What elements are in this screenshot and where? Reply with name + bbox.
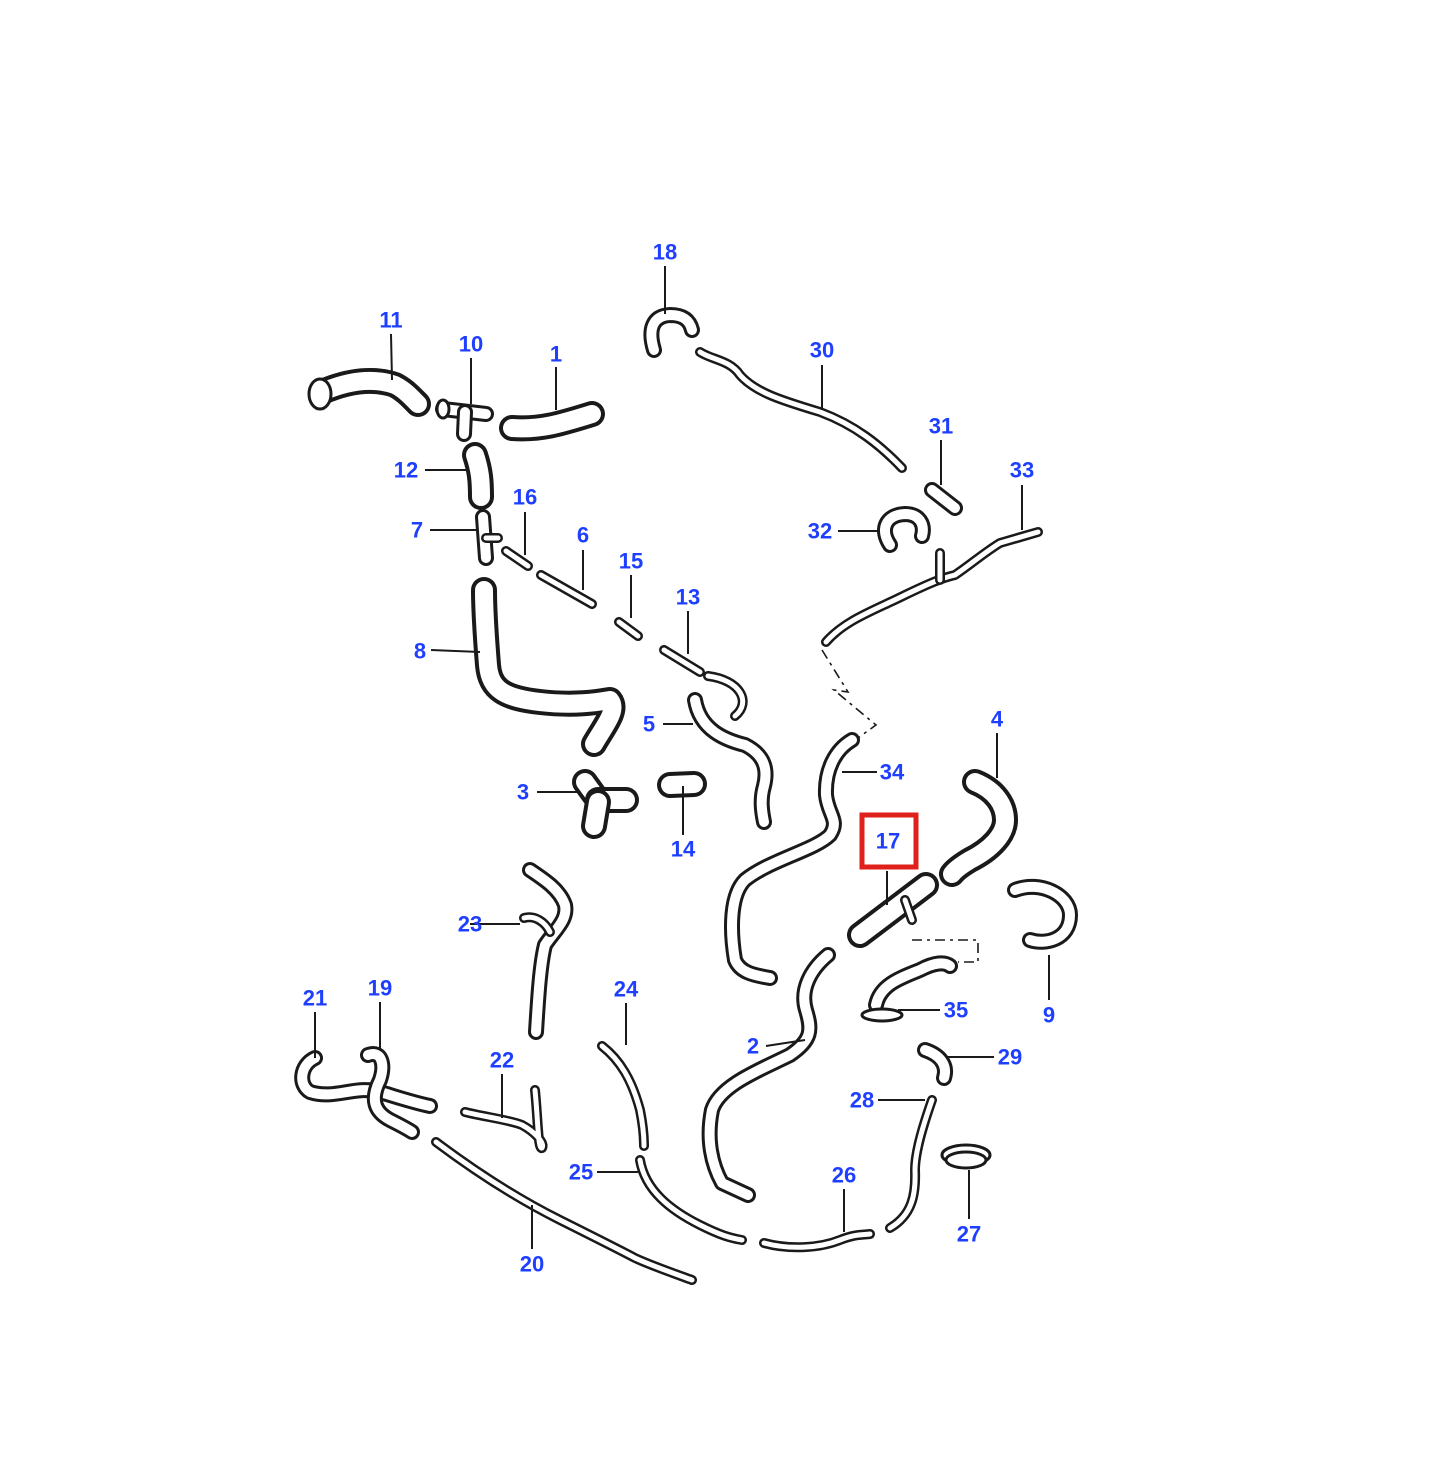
part-20-pipe[interactable] (431, 1137, 697, 1285)
part-12-hose[interactable] (462, 442, 494, 510)
callout-17[interactable]: 17 (876, 829, 900, 854)
connection-line-33-34 (821, 649, 878, 739)
part-4-hose[interactable] (939, 769, 1018, 887)
part-14-fitting[interactable] (657, 771, 707, 798)
part-25-pipe[interactable] (635, 1155, 747, 1245)
part-8-hose[interactable] (471, 577, 626, 757)
callout-21[interactable]: 21 (303, 986, 327, 1011)
callout-5[interactable]: 5 (643, 712, 655, 737)
part-26-pipe[interactable] (759, 1229, 875, 1253)
callout-35[interactable]: 35 (944, 998, 968, 1023)
callout-26[interactable]: 26 (832, 1163, 856, 1188)
callout-32[interactable]: 32 (808, 519, 832, 544)
callout-14[interactable]: 14 (671, 837, 696, 862)
part-19-hose[interactable] (360, 1046, 420, 1140)
callout-labels-layer: 11 10 1 12 7 16 6 15 13 8 5 3 14 18 30 3… (303, 240, 1055, 1277)
callout-29[interactable]: 29 (998, 1045, 1022, 1070)
part-21-hose[interactable] (294, 1050, 438, 1114)
callout-9[interactable]: 9 (1043, 1003, 1055, 1028)
callout-23[interactable]: 23 (458, 912, 482, 937)
callout-31[interactable]: 31 (929, 414, 953, 439)
callout-8[interactable]: 8 (414, 639, 426, 664)
callout-33[interactable]: 33 (1010, 458, 1034, 483)
part-1-hose[interactable] (499, 401, 605, 442)
part-28-pipe[interactable] (885, 1095, 937, 1233)
connection-line-17-35 (912, 939, 979, 963)
callout-30[interactable]: 30 (810, 338, 834, 363)
part-17-pipe[interactable] (847, 872, 939, 948)
part-33-pipe[interactable] (821, 527, 1043, 647)
callout-24[interactable]: 24 (614, 977, 639, 1002)
callout-34[interactable]: 34 (880, 760, 905, 785)
callout-7[interactable]: 7 (411, 518, 423, 543)
part-11-hose[interactable] (307, 368, 431, 417)
callout-11[interactable]: 11 (379, 308, 402, 333)
callout-6[interactable]: 6 (577, 523, 589, 548)
part-7-connector[interactable] (475, 509, 503, 566)
part-31-fitting[interactable] (924, 482, 963, 516)
part-3-thermostat-housing[interactable] (572, 769, 639, 839)
callout-15[interactable]: 15 (619, 549, 643, 574)
callout-13[interactable]: 13 (676, 585, 700, 610)
callout-25[interactable]: 25 (569, 1160, 593, 1185)
part-18-hose[interactable] (643, 307, 700, 358)
part-9-hose[interactable] (1007, 878, 1078, 950)
callout-3[interactable]: 3 (517, 780, 529, 805)
part-5-hose[interactable] (687, 692, 774, 830)
part-24-pipe[interactable] (597, 1041, 649, 1151)
leader-lines-layer (314, 266, 1050, 1249)
part-29-fitting[interactable] (917, 1042, 953, 1086)
part-13-fitting[interactable] (659, 645, 748, 721)
highlight-box-part-17 (859, 812, 919, 870)
callout-16[interactable]: 16 (513, 485, 537, 510)
part-30-pipe[interactable] (695, 347, 907, 473)
callout-28[interactable]: 28 (850, 1088, 874, 1113)
callout-10[interactable]: 10 (459, 332, 483, 357)
callout-27[interactable]: 27 (957, 1222, 981, 1247)
part-32-hose[interactable] (877, 506, 931, 553)
callout-1[interactable]: 1 (550, 342, 562, 367)
part-34-hose[interactable] (724, 732, 860, 986)
part-22-pipe[interactable] (460, 1085, 548, 1154)
part-23-hose[interactable] (519, 862, 574, 1040)
part-2-hose[interactable] (701, 947, 836, 1203)
callout-20[interactable]: 20 (520, 1252, 544, 1277)
part-27-clamp[interactable] (940, 1143, 992, 1170)
part-10-tee-connector[interactable] (435, 398, 494, 442)
callout-2[interactable]: 2 (747, 1034, 759, 1059)
callout-22[interactable]: 22 (490, 1048, 514, 1073)
callout-19[interactable]: 19 (368, 976, 392, 1001)
parts-layer (294, 307, 1078, 1285)
part-35-hose[interactable] (860, 955, 958, 1023)
callout-4[interactable]: 4 (991, 707, 1004, 732)
part-6-pipe[interactable] (536, 570, 597, 609)
part-15-fitting[interactable] (614, 617, 643, 641)
callout-12[interactable]: 12 (394, 458, 418, 483)
part-16-pipe[interactable] (501, 546, 533, 571)
callout-18[interactable]: 18 (653, 240, 677, 265)
